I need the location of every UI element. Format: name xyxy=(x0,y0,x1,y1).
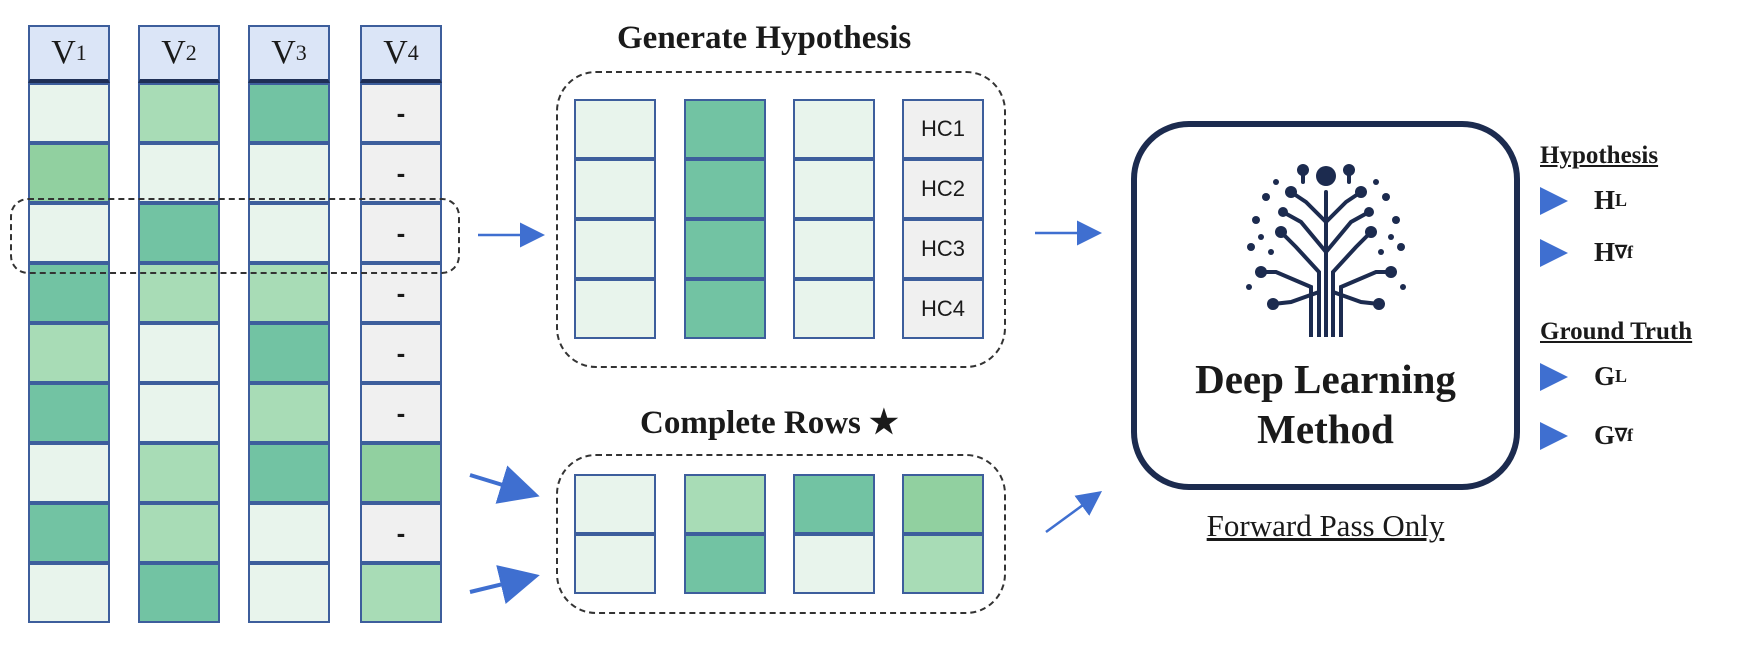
grid-cell xyxy=(574,534,656,594)
grid-cell xyxy=(793,159,875,219)
complete-rows-title: Complete Rows ★ xyxy=(640,405,899,441)
grid-cell xyxy=(574,219,656,279)
table-cell: - xyxy=(360,503,442,563)
grid-cell xyxy=(574,279,656,339)
grid-cell xyxy=(574,159,656,219)
table-cell xyxy=(138,563,220,623)
grid-cell xyxy=(684,159,766,219)
table-cell xyxy=(28,443,110,503)
selected-row-highlight xyxy=(10,198,460,274)
table-cell xyxy=(248,83,330,143)
table-cell: - xyxy=(360,323,442,383)
grid-cell xyxy=(684,534,766,594)
grid-cell xyxy=(902,534,984,594)
triangle-bullet-icon xyxy=(1540,238,1568,267)
grid-cell xyxy=(684,279,766,339)
grid-cell: HC4 xyxy=(902,279,984,339)
table-cell xyxy=(360,563,442,623)
model-label-line1: Deep Learning xyxy=(1195,356,1456,402)
table-cell xyxy=(138,143,220,203)
arrow-lower-to-complete xyxy=(469,565,540,604)
table-cell xyxy=(248,383,330,443)
grid-cell xyxy=(684,219,766,279)
model-label-line2: Method xyxy=(1257,406,1394,452)
grid-cell xyxy=(793,474,875,534)
table-cell xyxy=(248,323,330,383)
neural-tree-icon xyxy=(1246,164,1406,337)
table-cell xyxy=(28,503,110,563)
triangle-bullet-icon xyxy=(1540,362,1568,391)
table-cell xyxy=(138,203,220,263)
table-cell: - xyxy=(360,83,442,143)
table-cell xyxy=(360,443,442,503)
grid-cell xyxy=(574,99,656,159)
table-cell xyxy=(138,503,220,563)
table-cell xyxy=(138,323,220,383)
grid-cell xyxy=(793,534,875,594)
table-cell: - xyxy=(360,143,442,203)
grid-cell: HC3 xyxy=(902,219,984,279)
table-cell xyxy=(28,563,110,623)
table-cell xyxy=(248,563,330,623)
grid-cell xyxy=(793,99,875,159)
grid-cell xyxy=(902,474,984,534)
arrow-upper-to-complete xyxy=(469,465,540,504)
table-cell xyxy=(248,443,330,503)
table-cell xyxy=(28,383,110,443)
grid-cell xyxy=(684,99,766,159)
table-cell: - xyxy=(360,203,442,263)
complete-rows-box xyxy=(556,454,1006,614)
table-cell xyxy=(248,203,330,263)
hypothesis-title: Generate Hypothesis xyxy=(617,20,912,56)
model-caption: Forward Pass Only xyxy=(1206,508,1445,543)
table-cell xyxy=(248,143,330,203)
arrow-complete-to-model xyxy=(1045,491,1103,534)
legend-ground-truth-item: G∇f xyxy=(1540,420,1633,451)
grid-cell xyxy=(684,474,766,534)
triangle-bullet-icon xyxy=(1540,421,1568,450)
grid-cell: HC2 xyxy=(902,159,984,219)
triangle-bullet-icon xyxy=(1540,186,1568,215)
legend-hypothesis-title: Hypothesis xyxy=(1540,142,1659,169)
grid-cell xyxy=(793,279,875,339)
grid-cell: HC1 xyxy=(902,99,984,159)
grid-cell xyxy=(793,219,875,279)
table-cell: - xyxy=(360,383,442,443)
legend-hypothesis-item: H∇f xyxy=(1540,237,1633,268)
table-cell xyxy=(138,83,220,143)
grid-cell xyxy=(574,474,656,534)
table-cell xyxy=(138,443,220,503)
legend-ground-truth-title: Ground Truth xyxy=(1540,318,1693,345)
table-cell xyxy=(28,83,110,143)
table-cell xyxy=(28,323,110,383)
table-cell xyxy=(248,503,330,563)
table-cell xyxy=(28,143,110,203)
table-cell xyxy=(138,383,220,443)
table-cell xyxy=(28,203,110,263)
model-box: Deep Learning Method xyxy=(1131,121,1520,490)
hypothesis-box xyxy=(556,71,1006,368)
